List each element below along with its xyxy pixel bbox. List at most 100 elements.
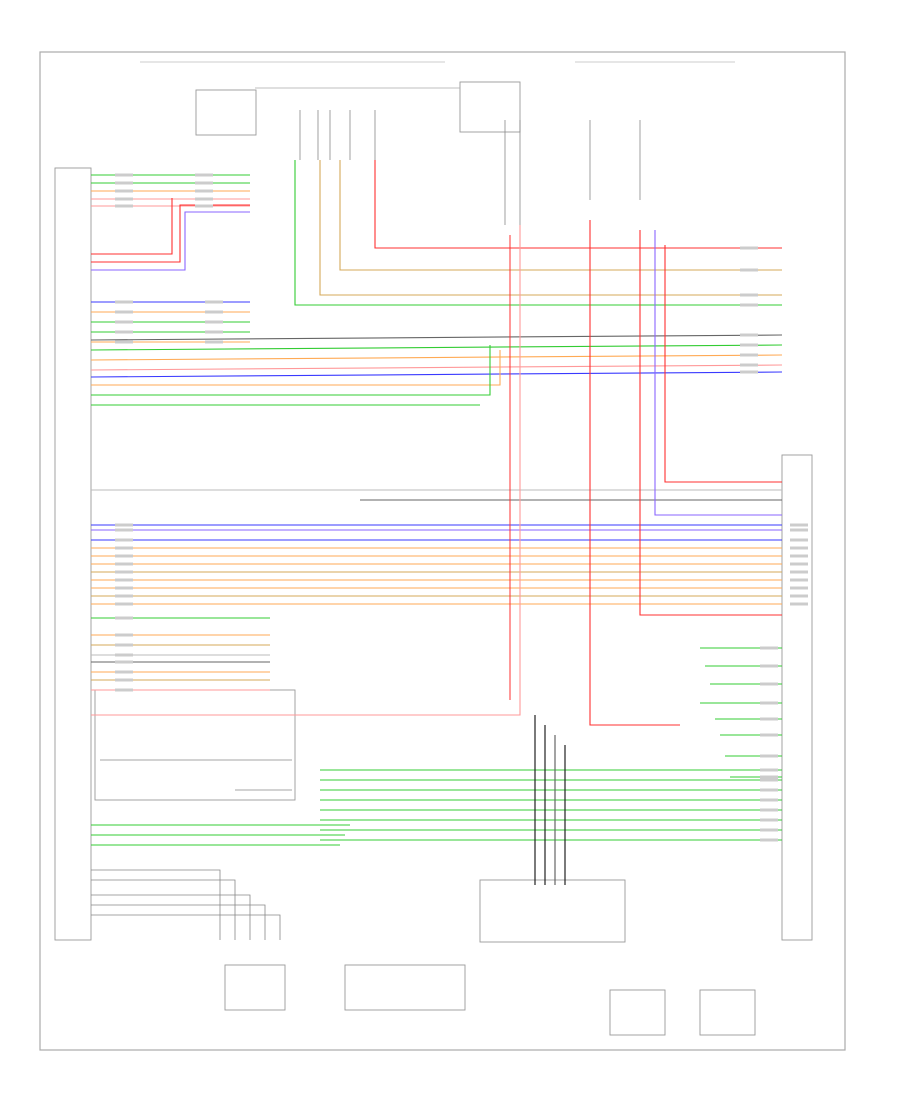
- wire-label-mark: [115, 173, 133, 177]
- wire-label-mark: [760, 754, 778, 758]
- wire-label-mark: [205, 300, 223, 304]
- wire-red-vertical-e: [664, 245, 782, 483]
- wire-mid-long-3: [90, 364, 783, 371]
- wire-bottom-gray-1: [91, 879, 236, 940]
- wire-left-red-b: [91, 198, 173, 255]
- wire-label-mark: [760, 768, 778, 772]
- wire-label-mark: [115, 330, 133, 334]
- wire-label-mark: [115, 320, 133, 324]
- wire-label-mark: [205, 320, 223, 324]
- wire-label-mark: [195, 197, 213, 201]
- wire-label-mark: [195, 173, 213, 177]
- wire-label-mark: [760, 717, 778, 721]
- door-module-right-2: [699, 989, 756, 1036]
- wire-bottom-gray-2: [91, 894, 251, 940]
- wire-label-mark: [115, 197, 133, 201]
- wire-mid-green-b: [91, 345, 491, 396]
- labels-layer: [115, 173, 808, 842]
- wire-label-mark: [115, 578, 133, 582]
- wire-label-mark: [760, 828, 778, 832]
- wire-label-mark: [115, 586, 133, 590]
- relay-top: [459, 81, 521, 133]
- wire-label-mark: [205, 310, 223, 314]
- wire-upper-long-2: [319, 160, 782, 296]
- wire-label-mark: [740, 268, 758, 272]
- wire-label-mark: [760, 664, 778, 668]
- wire-left-red-a: [91, 204, 250, 263]
- wire-label-mark: [115, 189, 133, 193]
- wire-label-mark: [760, 788, 778, 792]
- wire-upper-long-3: [294, 160, 782, 306]
- wires-layer: [90, 61, 783, 940]
- module-bottom-center: [344, 964, 466, 1011]
- wire-bottom-gray-4: [91, 914, 281, 940]
- wire-label-mark: [115, 643, 133, 647]
- diagram-frame: [39, 51, 846, 1051]
- wire-label-mark: [115, 554, 133, 558]
- wire-label-mark: [195, 181, 213, 185]
- wire-violet-vertical: [654, 230, 782, 516]
- wire-label-mark: [760, 818, 778, 822]
- wire-mid-long-0: [90, 334, 783, 341]
- wire-label-mark: [115, 653, 133, 657]
- wire-label-mark: [760, 808, 778, 812]
- wire-label-mark: [115, 523, 133, 527]
- wire-label-mark: [115, 340, 133, 344]
- wire-label-mark: [790, 528, 808, 532]
- wire-red-vertical-c: [589, 220, 680, 726]
- wire-label-mark: [115, 660, 133, 664]
- wire-label-mark: [115, 300, 133, 304]
- wire-label-mark: [790, 586, 808, 590]
- wire-label-mark: [195, 204, 213, 208]
- wire-mid-orange-b: [91, 350, 501, 386]
- wire-upper-long-0: [374, 160, 782, 249]
- wire-label-mark: [740, 333, 758, 337]
- wire-label-mark: [740, 370, 758, 374]
- wire-left-violet-a: [91, 211, 250, 271]
- wire-label-mark: [115, 633, 133, 637]
- wire-mid-long-4: [90, 371, 783, 378]
- wire-label-mark: [790, 538, 808, 542]
- wire-label-mark: [740, 293, 758, 297]
- wire-label-mark: [760, 682, 778, 686]
- wire-label-mark: [760, 778, 778, 782]
- wire-label-mark: [115, 310, 133, 314]
- wire-label-mark: [115, 181, 133, 185]
- wire-label-mark: [205, 340, 223, 344]
- right-control-unit: [781, 454, 813, 941]
- wire-label-mark: [760, 646, 778, 650]
- left-control-unit: [54, 167, 92, 941]
- wire-mid-long-1: [90, 344, 783, 351]
- wire-label-mark: [115, 528, 133, 532]
- wire-label-mark: [115, 594, 133, 598]
- switch-box-left: [94, 689, 296, 801]
- module-bottom-left: [224, 964, 286, 1011]
- wire-label-mark: [740, 343, 758, 347]
- wire-label-mark: [790, 578, 808, 582]
- wire-red-vertical-a: [91, 225, 521, 716]
- wire-label-mark: [115, 538, 133, 542]
- wire-label-mark: [115, 562, 133, 566]
- wire-label-mark: [740, 303, 758, 307]
- wire-label-mark: [790, 523, 808, 527]
- wire-label-mark: [205, 330, 223, 334]
- wire-label-mark: [790, 546, 808, 550]
- wire-label-mark: [740, 246, 758, 250]
- wire-label-mark: [790, 554, 808, 558]
- wire-label-mark: [115, 670, 133, 674]
- wire-label-mark: [115, 570, 133, 574]
- wire-red-vertical-d: [639, 230, 782, 616]
- connector-blocks: [54, 81, 813, 1036]
- wire-label-mark: [115, 678, 133, 682]
- wire-label-mark: [115, 616, 133, 620]
- wire-label-mark: [115, 204, 133, 208]
- wire-label-mark: [195, 189, 213, 193]
- wire-label-mark: [760, 733, 778, 737]
- wire-label-mark: [760, 701, 778, 705]
- wire-label-mark: [115, 546, 133, 550]
- socket-box-bottom: [479, 879, 626, 943]
- wire-label-mark: [740, 363, 758, 367]
- wire-label-mark: [115, 688, 133, 692]
- wire-upper-long-1: [339, 160, 782, 271]
